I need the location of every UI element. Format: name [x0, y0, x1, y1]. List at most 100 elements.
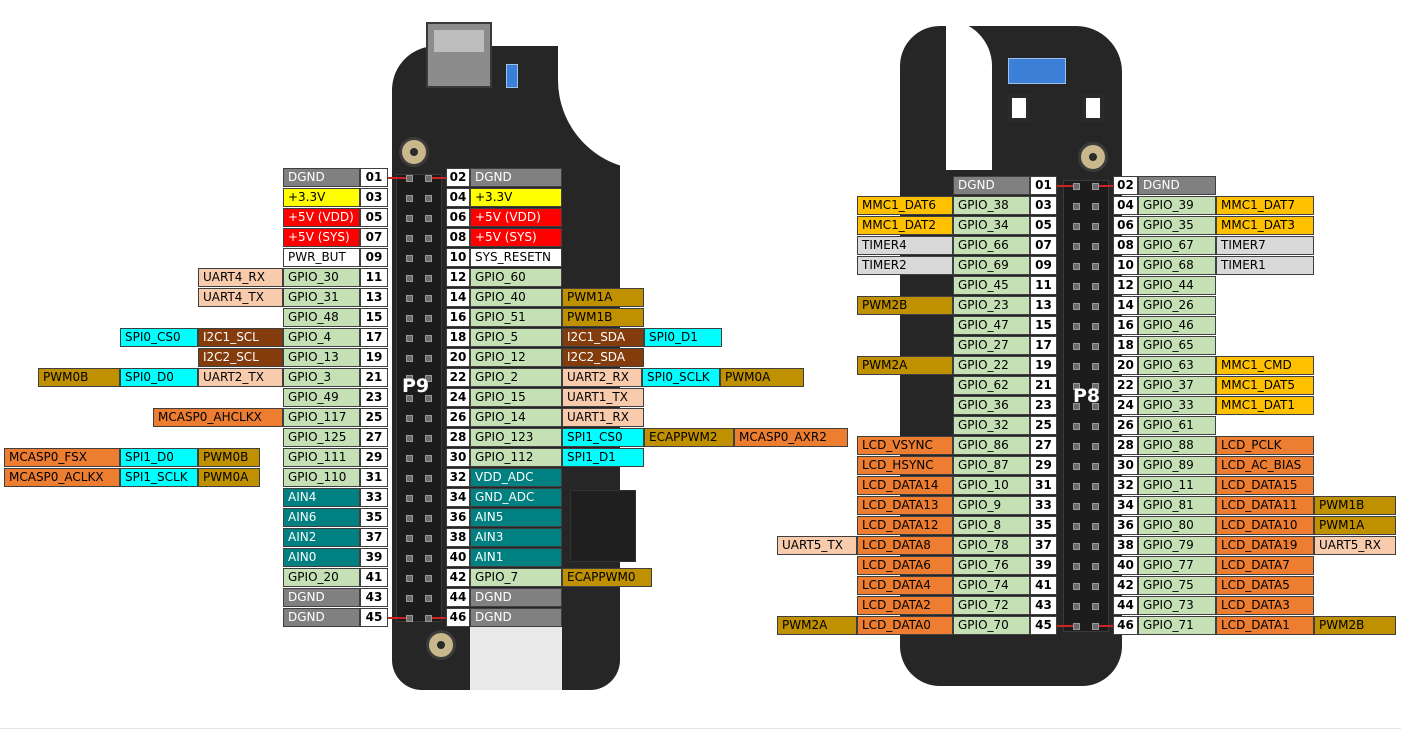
p8-pin-34-number: 34 [1113, 496, 1138, 515]
p8-pin-46-cell-3: PWM2B [1314, 616, 1396, 635]
p8-pin-16-number: 16 [1113, 316, 1138, 335]
p8-pin-44-cell-1: GPIO_73 [1138, 596, 1216, 615]
p9-pin-18-contact [425, 335, 432, 342]
p9-pin-28-contact [425, 435, 432, 442]
p8-pin-34-contact [1092, 503, 1099, 510]
usb-leds [1008, 58, 1066, 84]
p8-pin-12-cell-1: GPIO_44 [1138, 276, 1216, 295]
p8-pin-10-number: 10 [1113, 256, 1138, 275]
p8-pin-06-cell-1: GPIO_35 [1138, 216, 1216, 235]
p9-pin-41-number: 41 [360, 568, 388, 587]
p8-pin-35-cell-2: LCD_DATA12 [857, 516, 953, 535]
p8-button-left [1008, 94, 1030, 122]
p9-pin-18-cell-2: I2C1_SDA [562, 328, 644, 347]
p8-pin-04-number: 04 [1113, 196, 1138, 215]
p9-pin-22-contact [425, 375, 432, 382]
p8-pin-32-contact [1092, 483, 1099, 490]
p9-pin-27-number: 27 [360, 428, 388, 447]
bottom-divider [0, 728, 1401, 729]
p8-pin-45-cell-3: PWM2A [777, 616, 857, 635]
p9-pin-16-contact [425, 315, 432, 322]
p8-pin-31-contact [1073, 483, 1080, 490]
p8-pin-39-cell-1: GPIO_76 [953, 556, 1030, 575]
p9-pin-39-contact [406, 555, 413, 562]
p8-pin-37-contact [1073, 543, 1080, 550]
p9-pin-13-cell-2: UART4_TX [198, 288, 283, 307]
p9-pin-15-cell-1: GPIO_48 [283, 308, 360, 327]
p8-pin-15-contact [1073, 323, 1080, 330]
p8-pin-20-number: 20 [1113, 356, 1138, 375]
p8-pin-03-cell-1: GPIO_38 [953, 196, 1030, 215]
p9-pin-18-cell-1: GPIO_5 [470, 328, 562, 347]
p9-pin-08-cell-1: +5V (SYS) [470, 228, 562, 247]
p9-pin-20-contact [425, 355, 432, 362]
p9-pin-45-contact [406, 615, 413, 622]
p8-pin-21-cell-1: GPIO_62 [953, 376, 1030, 395]
p9-pin-18-number: 18 [446, 328, 470, 347]
p9-pin-31-cell-2: PWM0A [198, 468, 260, 487]
ethernet-jack-inner [434, 30, 484, 52]
p8-pin-30-contact [1092, 463, 1099, 470]
p8-pin-03-cell-2: MMC1_DAT6 [857, 196, 953, 215]
p9-pin-04-contact [425, 195, 432, 202]
p9-pin-26-number: 26 [446, 408, 470, 427]
p8-pin-23-number: 23 [1030, 396, 1057, 415]
p9-pin-45-cell-1: DGND [283, 608, 360, 627]
p9-pin-15-number: 15 [360, 308, 388, 327]
p8-pin-31-cell-2: LCD_DATA14 [857, 476, 953, 495]
p9-pin-04-number: 04 [446, 188, 470, 207]
p8-pin-14-cell-1: GPIO_26 [1138, 296, 1216, 315]
p9-pin-20-number: 20 [446, 348, 470, 367]
p9-pin-12-number: 12 [446, 268, 470, 287]
p9-board-tab-bottom [470, 620, 562, 690]
p8-pin-13-cell-1: GPIO_23 [953, 296, 1030, 315]
p8-pin-14-contact [1092, 303, 1099, 310]
p9-pin-33-cell-1: AIN4 [283, 488, 360, 507]
p8-pin-28-cell-2: LCD_PCLK [1216, 436, 1314, 455]
p8-pin-39-cell-2: LCD_DATA6 [857, 556, 953, 575]
p8-pin-07-contact [1073, 243, 1080, 250]
p9-pin-31-cell-1: GPIO_110 [283, 468, 360, 487]
p8-pin-09-contact [1073, 263, 1080, 270]
p8-pin-43-number: 43 [1030, 596, 1057, 615]
p8-pin-39-contact [1073, 563, 1080, 570]
p9-pin-30-cell-1: GPIO_112 [470, 448, 562, 467]
p9-pin-38-cell-1: AIN3 [470, 528, 562, 547]
p9-pin-21-number: 21 [360, 368, 388, 387]
p9-pin-23-cell-1: GPIO_49 [283, 388, 360, 407]
p8-pin-13-number: 13 [1030, 296, 1057, 315]
p8-pin-21-contact [1073, 383, 1080, 390]
p9-pin-17-cell-2: I2C1_SCL [198, 328, 283, 347]
p8-pin-25-contact [1073, 423, 1080, 430]
p8-pin-33-contact [1073, 503, 1080, 510]
p8-pin-36-cell-2: LCD_DATA10 [1216, 516, 1314, 535]
p8-pin-15-number: 15 [1030, 316, 1057, 335]
p8-pin-43-cell-1: GPIO_72 [953, 596, 1030, 615]
p8-pin-35-contact [1073, 523, 1080, 530]
p8-pin-43-contact [1073, 603, 1080, 610]
p8-pin-08-contact [1092, 243, 1099, 250]
p8-pin-23-cell-1: GPIO_36 [953, 396, 1030, 415]
p8-pin-07-cell-2: TIMER4 [857, 236, 953, 255]
p8-pin-46-contact [1092, 623, 1099, 630]
p8-pin-36-cell-1: GPIO_80 [1138, 516, 1216, 535]
p9-pin-28-cell-2: SPI1_CS0 [562, 428, 644, 447]
p9-pin-24-cell-1: GPIO_15 [470, 388, 562, 407]
p9-pin-20-cell-1: GPIO_12 [470, 348, 562, 367]
p8-pin-22-cell-1: GPIO_37 [1138, 376, 1216, 395]
p8-pin-24-cell-2: MMC1_DAT1 [1216, 396, 1314, 415]
p9-pin-10-number: 10 [446, 248, 470, 267]
p9-pin-43-number: 43 [360, 588, 388, 607]
p8-pin-19-contact [1073, 363, 1080, 370]
p9-pin-29-contact [406, 455, 413, 462]
p8-pin-24-number: 24 [1113, 396, 1138, 415]
p9-pin-36-number: 36 [446, 508, 470, 527]
p8-pin-22-contact [1092, 383, 1099, 390]
p9-pin-21-cell-3: SPI0_D0 [120, 368, 198, 387]
p8-pin-19-cell-2: PWM2A [857, 356, 953, 375]
p9-pin-44-number: 44 [446, 588, 470, 607]
p8-pin-36-cell-3: PWM1A [1314, 516, 1396, 535]
p8-pin-35-cell-1: GPIO_8 [953, 516, 1030, 535]
p9-pin-25-cell-2: MCASP0_AHCLKX [153, 408, 283, 427]
p8-pin-42-number: 42 [1113, 576, 1138, 595]
